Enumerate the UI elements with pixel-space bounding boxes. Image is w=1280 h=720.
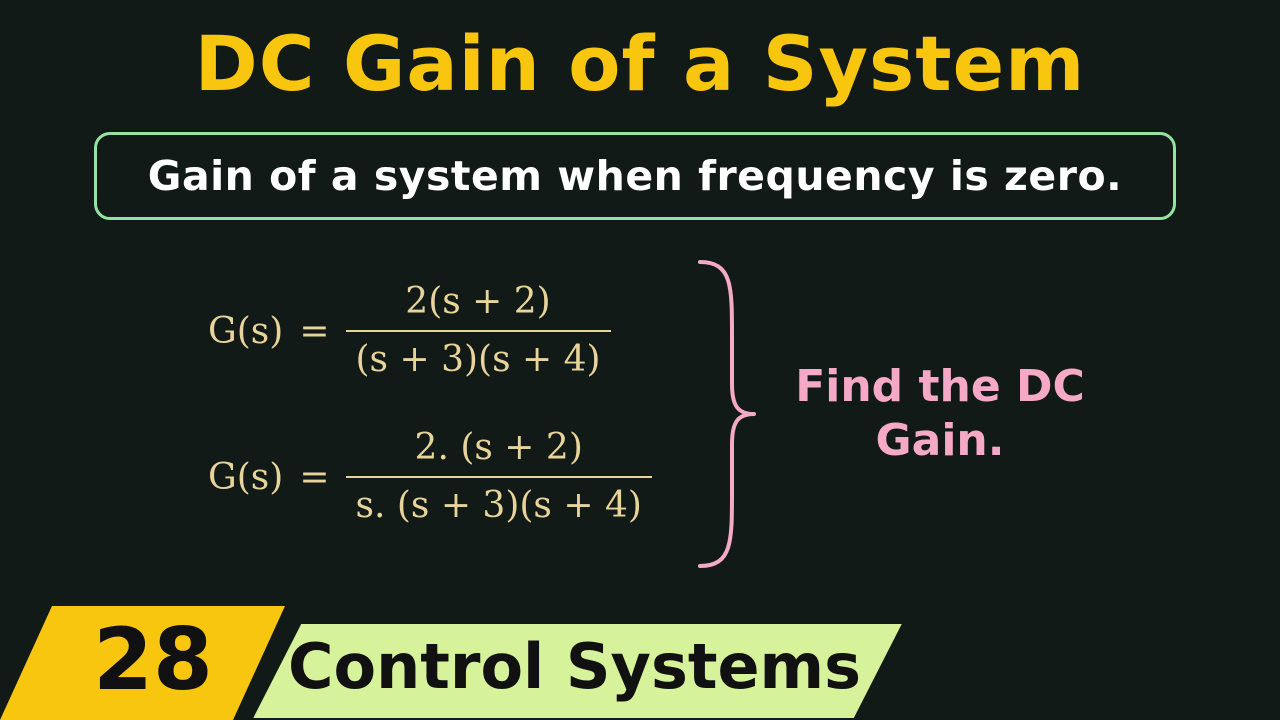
episode-number: 28 bbox=[93, 610, 213, 710]
curly-brace-icon bbox=[698, 260, 756, 568]
page-title: DC Gain of a System bbox=[194, 19, 1086, 108]
series-name: Control Systems bbox=[288, 630, 862, 703]
numerator: 2. (s + 2) bbox=[414, 427, 583, 468]
transfer-function-1: G(s) = 2(s + 2) (s + 3)(s + 4) bbox=[208, 278, 611, 384]
transfer-function-2: G(s) = 2. (s + 2) s. (s + 3)(s + 4) bbox=[208, 424, 652, 530]
fraction: 2. (s + 2) s. (s + 3)(s + 4) bbox=[345, 424, 652, 530]
fraction: 2(s + 2) (s + 3)(s + 4) bbox=[345, 278, 611, 384]
fraction-bar bbox=[345, 476, 652, 478]
task-prompt-line-2: Gain. bbox=[875, 415, 1005, 466]
denominator: s. (s + 3)(s + 4) bbox=[355, 485, 642, 526]
equation-lhs: G(s) bbox=[208, 456, 284, 498]
task-prompt-line-1: Find the DC bbox=[795, 361, 1085, 412]
series-label-shape bbox=[247, 620, 909, 720]
equals-sign: = bbox=[299, 456, 330, 498]
equation-lhs: G(s) bbox=[208, 310, 284, 352]
task-prompt: Find the DC Gain. bbox=[770, 360, 1110, 468]
definition-text: Gain of a system when frequency is zero. bbox=[147, 152, 1123, 200]
definition-box: Gain of a system when frequency is zero. bbox=[94, 132, 1176, 220]
episode-badge-shape bbox=[0, 606, 285, 720]
numerator: 2(s + 2) bbox=[405, 281, 551, 322]
fraction-bar bbox=[345, 330, 611, 332]
equals-sign: = bbox=[299, 310, 330, 352]
denominator: (s + 3)(s + 4) bbox=[355, 339, 601, 380]
series-banner bbox=[0, 606, 909, 720]
